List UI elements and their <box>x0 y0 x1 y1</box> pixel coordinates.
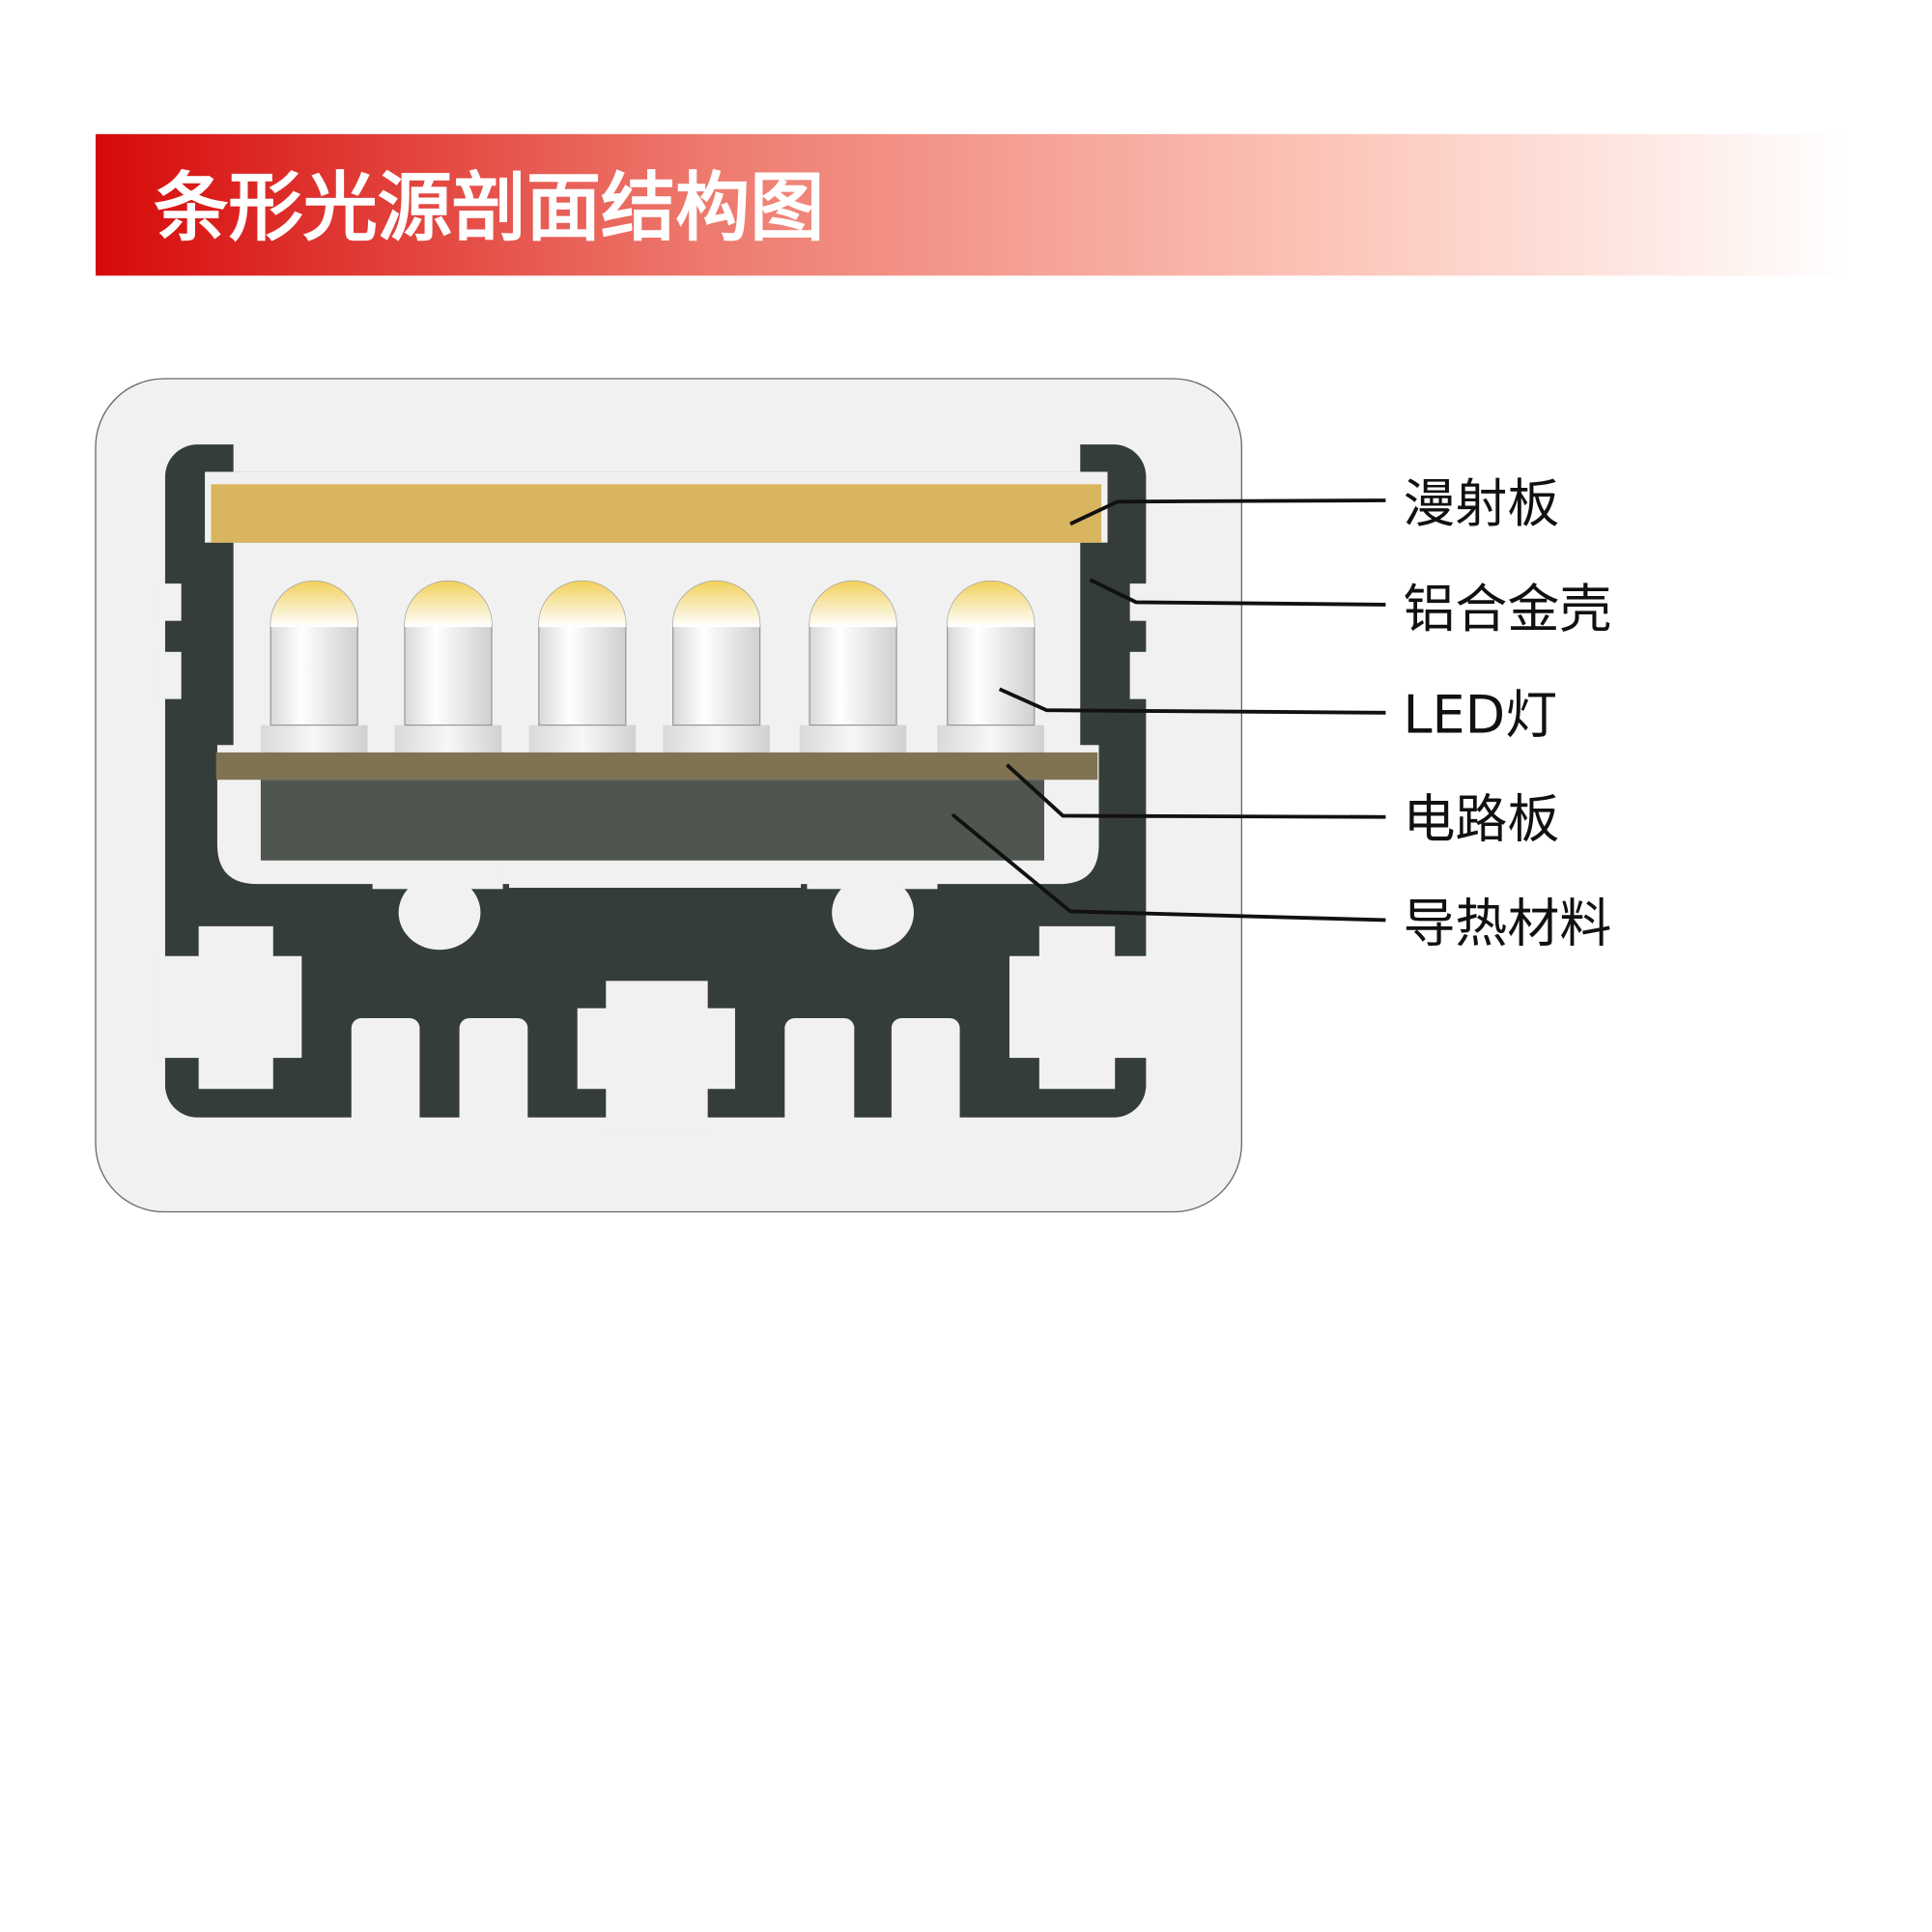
leader-line-thermal <box>951 812 1386 923</box>
page-title: 条形光源剖面结构图 <box>154 165 824 252</box>
led-lamp <box>394 580 502 753</box>
led-lamp <box>799 580 907 753</box>
led-row <box>260 580 1044 753</box>
led-dome <box>672 581 760 628</box>
header-banner <box>95 133 1851 276</box>
led-dome <box>947 581 1035 628</box>
led-base <box>260 724 368 753</box>
led-base <box>937 724 1044 753</box>
led-lamp <box>937 580 1044 753</box>
circuit-board <box>215 752 1098 781</box>
led-lamp <box>260 580 368 753</box>
leader-line-diffuser <box>1069 498 1386 526</box>
led-base <box>663 724 770 753</box>
leader-line-housing <box>1089 578 1386 607</box>
leader-line-led <box>998 687 1386 715</box>
label-led: LED灯 <box>1403 684 1557 745</box>
label-housing: 铝合金壳 <box>1403 579 1611 639</box>
label-thermal: 导热材料 <box>1403 893 1611 953</box>
label-diffuser: 漫射板 <box>1403 473 1559 534</box>
led-dome <box>405 581 492 628</box>
thermal-material <box>260 780 1044 861</box>
diffuser-plate <box>211 484 1102 543</box>
led-dome <box>810 581 897 628</box>
label-pcb: 电路板 <box>1403 788 1559 849</box>
led-lamp <box>663 580 770 753</box>
led-base <box>799 724 907 753</box>
led-base <box>528 724 637 753</box>
leader-line-pcb <box>1006 763 1386 819</box>
led-base <box>394 724 502 753</box>
led-dome <box>538 581 626 628</box>
led-dome <box>270 581 358 628</box>
led-lamp <box>528 580 637 753</box>
